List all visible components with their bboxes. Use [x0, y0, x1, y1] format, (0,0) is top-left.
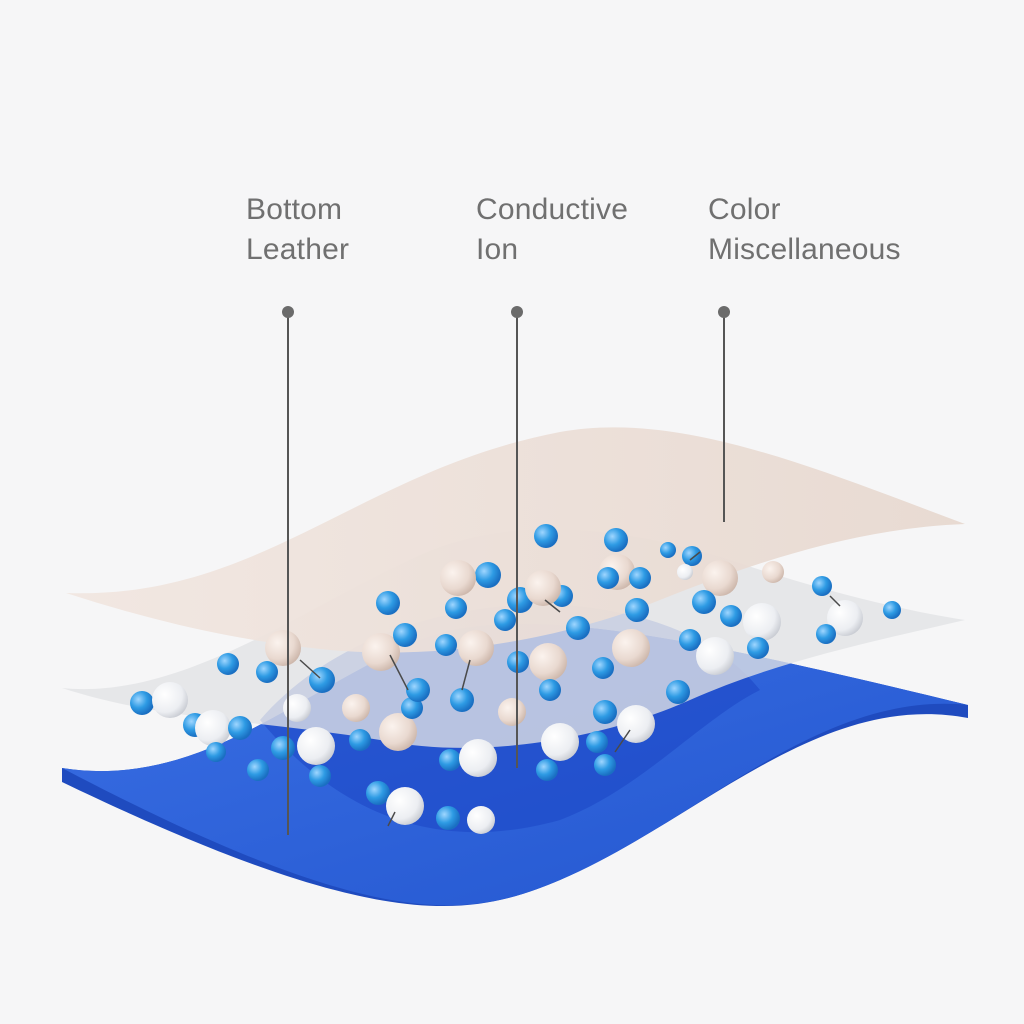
- ion-sphere: [130, 691, 154, 715]
- ion-bond: [829, 595, 841, 607]
- ion-sphere: [401, 697, 423, 719]
- ion-sphere: [536, 759, 558, 781]
- ion-sphere: [498, 698, 526, 726]
- ion-sphere: [679, 629, 701, 651]
- leader-dot-bottom-leather: [282, 306, 294, 318]
- ion-sphere: [342, 694, 370, 722]
- label-conductive-ion-line-2: Ion: [476, 233, 519, 266]
- ion-bond: [299, 659, 321, 679]
- ion-sphere: [597, 567, 619, 589]
- ion-sphere: [883, 601, 901, 619]
- ion-sphere: [436, 806, 460, 830]
- ion-sphere: [265, 630, 301, 666]
- ion-sphere: [541, 723, 579, 761]
- ion-sphere: [297, 727, 335, 765]
- ion-sphere: [379, 713, 417, 751]
- ion-sphere: [816, 624, 836, 644]
- label-bottom-leather-line-2: Leather: [246, 233, 350, 266]
- ion-sphere: [475, 562, 501, 588]
- ion-bond: [614, 729, 631, 753]
- ion-sphere: [566, 616, 590, 640]
- ion-sphere: [525, 570, 561, 606]
- ion-sphere: [467, 806, 495, 834]
- ion-sphere: [435, 634, 457, 656]
- ion-bond: [689, 551, 701, 561]
- ion-sphere: [617, 705, 655, 743]
- ion-sphere: [593, 700, 617, 724]
- label-color-miscellaneous: Color Miscellaneous: [708, 190, 901, 270]
- ion-sphere: [702, 560, 738, 596]
- ion-sphere: [152, 682, 188, 718]
- ion-sphere: [692, 590, 716, 614]
- ion-sphere: [529, 643, 567, 681]
- ion-sphere: [720, 605, 742, 627]
- ion-sphere: [247, 759, 269, 781]
- ion-sphere: [534, 524, 558, 548]
- ion-sphere: [494, 609, 516, 631]
- color-miscellaneous-layer: [66, 427, 965, 653]
- ion-sphere: [271, 736, 295, 760]
- ion-sphere: [206, 742, 226, 762]
- label-color-miscellaneous-line-1: Color: [708, 193, 781, 226]
- ion-sphere: [592, 657, 614, 679]
- ion-bond: [389, 654, 409, 691]
- ion-sphere: [256, 661, 278, 683]
- ion-sphere: [586, 731, 608, 753]
- ion-sphere: [682, 546, 702, 566]
- ion-sphere: [445, 597, 467, 619]
- ion-sphere: [539, 679, 561, 701]
- ion-sphere: [393, 623, 417, 647]
- ion-sphere: [629, 567, 651, 589]
- ion-particles: [130, 524, 901, 834]
- ion-sphere: [666, 680, 690, 704]
- ion-sphere: [458, 630, 494, 666]
- label-color-miscellaneous-line-2: Miscellaneous: [708, 233, 901, 266]
- ion-sphere: [439, 749, 461, 771]
- ion-sphere: [762, 561, 784, 583]
- ion-sphere: [660, 542, 676, 558]
- ion-sphere: [459, 739, 497, 777]
- ion-sphere: [440, 560, 476, 596]
- ion-sphere: [743, 603, 781, 641]
- ion-bond: [461, 659, 471, 691]
- ion-sphere: [450, 688, 474, 712]
- label-bottom-leather: Bottom Leather: [246, 190, 349, 270]
- ion-sphere: [309, 765, 331, 787]
- label-conductive-ion-line-1: Conductive: [476, 193, 629, 226]
- leader-lines: [282, 306, 730, 835]
- ion-sphere: [349, 729, 371, 751]
- label-conductive-ion: Conductive Ion: [476, 190, 628, 270]
- ion-sphere: [677, 564, 693, 580]
- ion-sphere: [362, 633, 400, 671]
- leader-dot-conductive-ion: [511, 306, 523, 318]
- ion-sphere: [376, 591, 400, 615]
- ion-sphere: [612, 629, 650, 667]
- ion-sphere: [696, 637, 734, 675]
- ion-sphere: [217, 653, 239, 675]
- ion-sphere: [283, 694, 311, 722]
- ion-sphere: [366, 781, 390, 805]
- ion-bond: [387, 811, 396, 827]
- ion-sphere: [594, 754, 616, 776]
- label-bottom-leather-line-1: Bottom: [246, 193, 343, 226]
- ion-bond: [544, 599, 561, 613]
- ion-sphere: [406, 678, 430, 702]
- leader-dot-color-miscellaneous: [718, 306, 730, 318]
- ion-sphere: [195, 710, 231, 746]
- ion-sphere: [625, 598, 649, 622]
- ion-sphere: [604, 528, 628, 552]
- ion-sphere: [812, 576, 832, 596]
- ion-sphere: [747, 637, 769, 659]
- ion-sphere: [386, 787, 424, 825]
- ion-sphere: [228, 716, 252, 740]
- ion-sphere: [827, 600, 863, 636]
